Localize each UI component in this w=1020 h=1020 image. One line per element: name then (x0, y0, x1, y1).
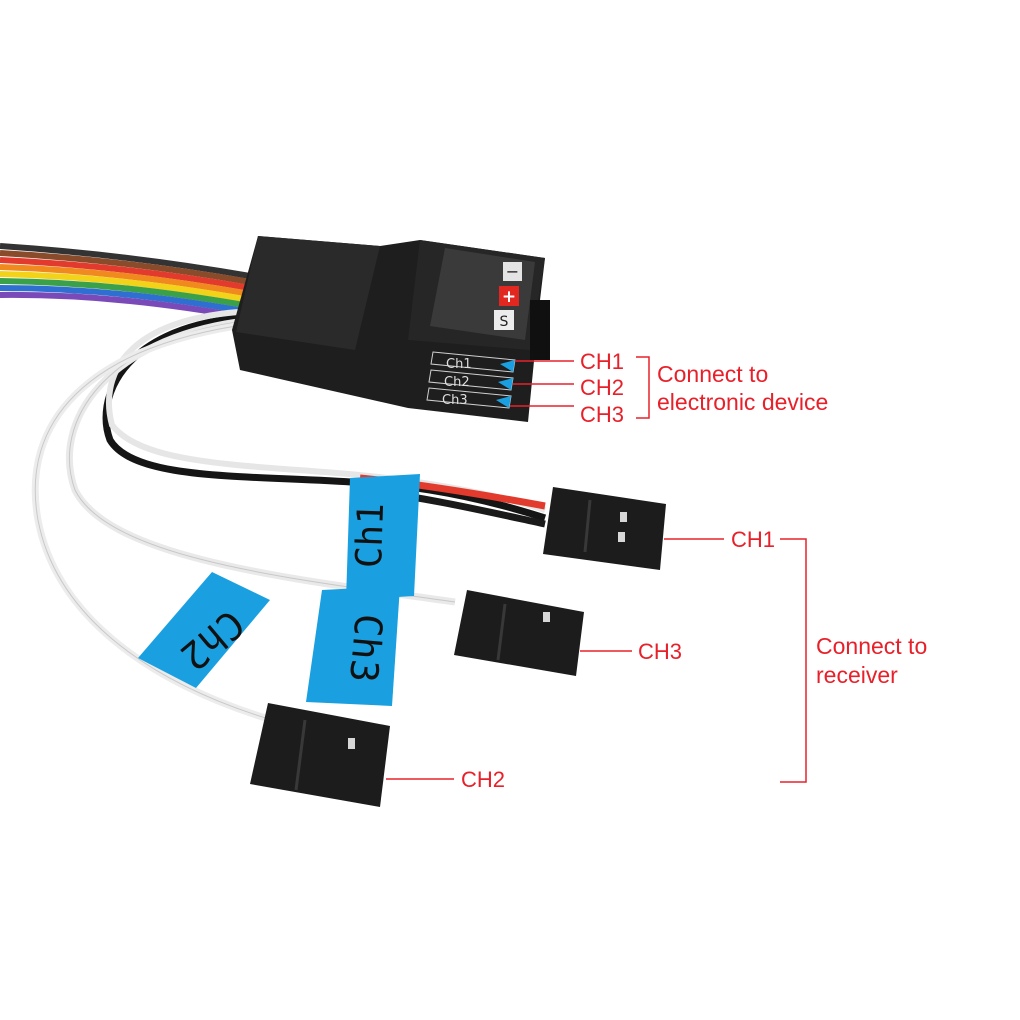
device-connect-line1: Connect to (657, 361, 768, 387)
port-label-ch2: Ch2 (428, 369, 514, 391)
connector-ch2 (250, 703, 390, 807)
minus-button[interactable]: − (503, 262, 522, 281)
device-ch3-label: CH3 (580, 402, 624, 427)
receiver-connect-line2: receiver (816, 662, 898, 688)
port-label-ch3: Ch3 (426, 387, 512, 409)
receiver-ch3-label: CH3 (638, 639, 682, 664)
connector-ch1 (543, 487, 666, 570)
plus-label: + (502, 287, 516, 307)
tag-ch3: Ch3 (306, 586, 400, 706)
device-ch2-label: CH2 (580, 375, 624, 400)
receiver-ch1-label: CH1 (731, 527, 775, 552)
plus-button[interactable]: + (499, 286, 519, 307)
connector-ch3 (454, 590, 584, 676)
s-button[interactable]: S (494, 310, 514, 330)
svg-text:Ch1: Ch1 (446, 357, 472, 372)
ribbon-cable (0, 243, 251, 321)
side-port (530, 300, 550, 360)
device-connect-line2: electronic device (657, 389, 828, 415)
svg-text:Ch3: Ch3 (442, 393, 468, 408)
tag-ch1: Ch1 (346, 474, 420, 600)
device-ch1-label: CH1 (580, 349, 624, 374)
svg-text:Ch1: Ch1 (349, 502, 392, 568)
minus-label: − (506, 262, 519, 281)
svg-text:Ch3: Ch3 (341, 612, 391, 684)
receiver-connect-line1: Connect to (816, 633, 927, 659)
button-panel (430, 248, 535, 340)
receiver-callout: CH1 CH3 CH2 Connect to receiver (386, 527, 927, 792)
receiver-ch2-label: CH2 (461, 767, 505, 792)
svg-text:Ch2: Ch2 (444, 375, 470, 390)
port-label-ch1: Ch1 (430, 351, 516, 373)
switch-module: − + S Ch1 Ch2 Ch3 (232, 236, 550, 422)
device-callout: CH1 CH2 CH3 Connect to electronic device (510, 349, 828, 427)
s-label: S (500, 314, 509, 330)
